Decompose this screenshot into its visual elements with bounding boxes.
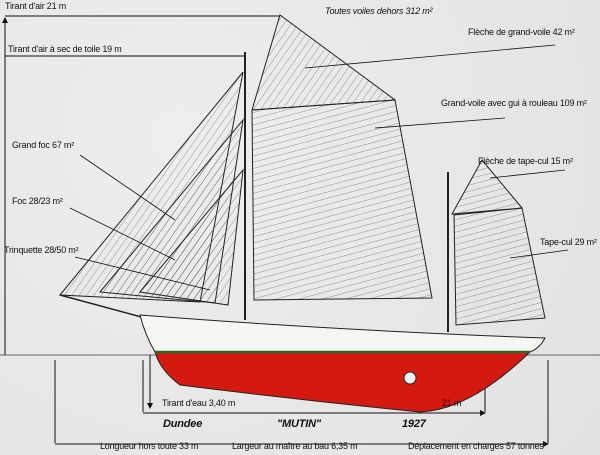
mizzen-topsail-label: Flèche de tape-cul 15 m² xyxy=(478,156,573,166)
boat-year: 1927 xyxy=(402,418,426,430)
main-topsail-label: Flèche de grand-voile 42 m² xyxy=(468,27,575,37)
jib-label: Foc 28/23 m² xyxy=(12,196,63,206)
big-jib-label: Grand foc 67 m² xyxy=(12,140,75,150)
boat-type: Dundee xyxy=(163,418,203,430)
boat-name: "MUTIN" xyxy=(277,418,321,430)
staysail-label: Trinquette 28/50 m² xyxy=(4,245,79,255)
total-sail-area: Toutes voiles dehors 312 m² xyxy=(325,6,433,16)
sails xyxy=(58,14,546,326)
length-overall-label: Longueur hors toute 33 m xyxy=(100,441,199,451)
leader-lines xyxy=(69,44,569,291)
air-draft-label: Tirant d'air 21 m xyxy=(5,1,67,11)
draft-label: Tirant d'eau 3,40 m xyxy=(162,398,236,408)
mizzen xyxy=(453,207,546,326)
mizzen-topsail xyxy=(451,159,523,215)
dimension-lines xyxy=(1,15,549,447)
hull xyxy=(139,314,546,413)
air-draft-bare-label: Tirant d'air à sec de toile 19 m xyxy=(8,44,122,54)
mainsail-label: Grand-voile avec gui à rouleau 109 m² xyxy=(441,98,587,108)
masts xyxy=(59,52,449,332)
staysail xyxy=(139,168,244,306)
displacement-label: Déplacement en charges 57 tonnes xyxy=(408,441,544,451)
beam-label: Largeur au maître au bau 6,35 m xyxy=(232,441,358,451)
main-topsail xyxy=(251,14,397,111)
mainsail xyxy=(251,99,433,301)
mizzen-label: Tape-cul 29 m² xyxy=(540,237,597,247)
hull-length-label: 21 m xyxy=(442,398,462,408)
